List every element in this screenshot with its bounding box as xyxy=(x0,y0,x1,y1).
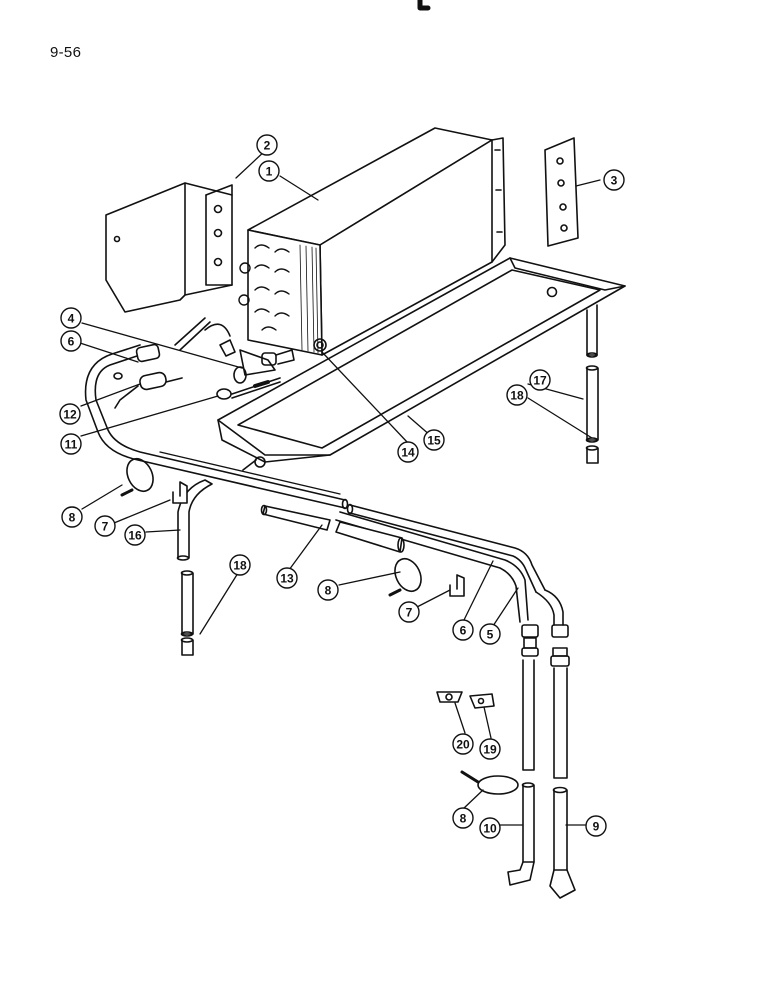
callout-11: 11 xyxy=(60,433,82,455)
callout-7b-label: 7 xyxy=(406,606,413,620)
clamp-20 xyxy=(436,691,463,703)
callout-3: 3 xyxy=(603,169,625,191)
callout-group: 1 2 3 4 5 6 6 7 7 8 8 8 9 10 11 12 13 14… xyxy=(59,134,625,839)
callout-8c-label: 8 xyxy=(460,812,467,826)
callout-9: 9 xyxy=(585,815,607,837)
callout-18-label: 18 xyxy=(510,389,524,403)
sensing-bulb xyxy=(113,371,183,409)
callout-13-label: 13 xyxy=(280,572,294,586)
callout-7b: 7 xyxy=(398,601,420,623)
callout-18: 18 xyxy=(506,384,528,406)
right-side-plate xyxy=(544,137,579,247)
callout-1: 1 xyxy=(258,160,280,182)
insulation-sleeve xyxy=(260,504,405,553)
hose-strap-middle xyxy=(388,557,422,597)
page-number: 9-56 xyxy=(50,44,82,61)
callout-6-label: 6 xyxy=(68,335,75,349)
hose-9 xyxy=(549,624,576,899)
left-side-plate xyxy=(105,182,233,313)
header-fragment xyxy=(417,0,431,11)
callout-8c: 8 xyxy=(452,807,474,829)
hose-strap-bottom xyxy=(460,770,519,795)
callout-8b: 8 xyxy=(317,579,339,601)
callout-10: 10 xyxy=(479,817,501,839)
callout-5-label: 5 xyxy=(487,628,494,642)
callout-15-label: 15 xyxy=(427,434,441,448)
callout-14: 14 xyxy=(397,441,419,463)
callout-8b-label: 8 xyxy=(325,584,332,598)
callout-6b-label: 6 xyxy=(460,624,467,638)
drain-pan xyxy=(217,257,626,471)
callout-4-label: 4 xyxy=(68,312,75,326)
callout-16-label: 16 xyxy=(128,529,142,543)
callout-20-label: 20 xyxy=(456,738,470,752)
drain-hose-left xyxy=(176,479,213,656)
callout-17: 17 xyxy=(529,369,551,391)
callout-12-label: 12 xyxy=(63,408,77,422)
callout-2: 2 xyxy=(256,134,278,156)
callout-2-label: 2 xyxy=(264,139,271,153)
callout-18b: 18 xyxy=(229,554,251,576)
hose-strap-top xyxy=(120,457,154,497)
callout-7-label: 7 xyxy=(102,520,109,534)
callout-12: 12 xyxy=(59,403,81,425)
callout-1-label: 1 xyxy=(266,165,273,179)
clamp-19 xyxy=(469,693,495,709)
drain-hose-right xyxy=(585,304,599,464)
callout-6b: 6 xyxy=(452,619,474,641)
callout-19-label: 19 xyxy=(483,743,497,757)
callout-4: 4 xyxy=(60,307,82,329)
callout-8-label: 8 xyxy=(69,511,76,525)
evaporator-core xyxy=(238,127,506,356)
callout-11-label: 11 xyxy=(65,438,78,452)
refrigerant-line-lower xyxy=(335,511,564,626)
callout-9-label: 9 xyxy=(593,820,600,834)
callout-13: 13 xyxy=(276,567,298,589)
callout-8: 8 xyxy=(61,506,83,528)
callout-17-label: 17 xyxy=(533,374,547,388)
expansion-valve-assembly xyxy=(174,317,327,400)
refrigerant-line-upper xyxy=(84,343,546,593)
callout-14-label: 14 xyxy=(401,446,415,460)
callout-7: 7 xyxy=(94,515,116,537)
callout-18b-label: 18 xyxy=(233,559,247,573)
callout-20: 20 xyxy=(452,733,474,755)
hose-10 xyxy=(507,624,539,886)
callout-5: 5 xyxy=(479,623,501,645)
callout-16: 16 xyxy=(124,524,146,546)
clamp-top xyxy=(172,481,188,504)
clamp-middle xyxy=(449,574,465,597)
callout-6: 6 xyxy=(60,330,82,352)
callout-10-label: 10 xyxy=(483,822,497,836)
callout-3-label: 3 xyxy=(611,174,618,188)
callout-15: 15 xyxy=(423,429,445,451)
callout-19: 19 xyxy=(479,738,501,760)
